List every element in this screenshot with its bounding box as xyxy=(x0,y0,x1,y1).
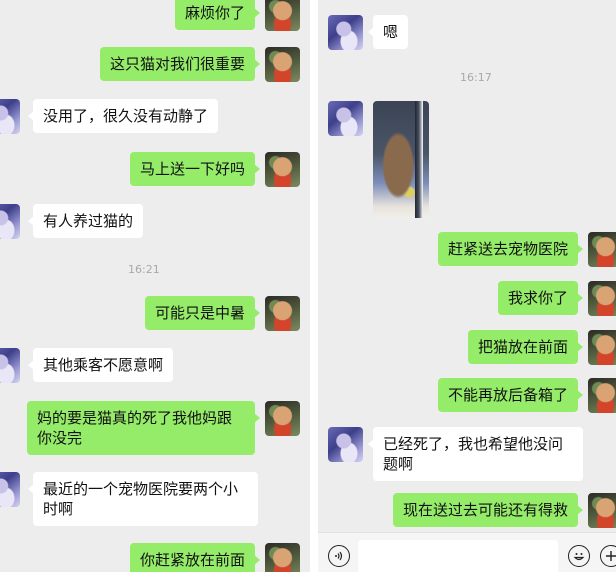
avatar-sender[interactable] xyxy=(588,330,616,365)
message-sent[interactable]: 现在送过去可能还有得救 xyxy=(392,493,584,527)
voice-icon[interactable] xyxy=(328,545,350,567)
plus-icon[interactable] xyxy=(600,545,616,567)
message-received[interactable]: 没用了，很久没有动静了 xyxy=(27,99,219,133)
smiley-face-icon xyxy=(573,553,585,561)
image-message-cat-photo[interactable] xyxy=(373,101,429,218)
message-sent[interactable]: 妈的要是猫真的死了我他妈跟你没完 xyxy=(27,401,260,455)
avatar-sender[interactable] xyxy=(265,0,300,31)
chat-panel-left: 麻烦你了 这只猫对我们很重要 没用了，很久没有动静了 马上送一下好吗 有人养过猫… xyxy=(0,0,310,572)
avatar-sender[interactable] xyxy=(265,296,300,331)
avatar-receiver[interactable] xyxy=(0,472,20,507)
message-sent[interactable]: 你赶紧放在前面 xyxy=(129,543,261,572)
message-sent[interactable]: 马上送一下好吗 xyxy=(129,152,261,186)
message-received[interactable]: 有人养过猫的 xyxy=(27,204,144,238)
avatar-sender[interactable] xyxy=(588,232,616,267)
message-input-bar xyxy=(318,532,616,572)
message-sent[interactable]: 这只猫对我们很重要 xyxy=(99,47,261,81)
avatar-sender[interactable] xyxy=(588,281,616,316)
message-sent[interactable]: 可能只是中暑 xyxy=(144,296,261,330)
message-sent[interactable]: 我求你了 xyxy=(497,281,584,315)
carrier-edge xyxy=(415,101,423,218)
avatar-sender[interactable] xyxy=(588,378,616,413)
message-sent[interactable]: 不能再放后备箱了 xyxy=(437,378,584,412)
message-received[interactable]: 其他乘客不愿意啊 xyxy=(27,348,174,382)
message-received[interactable]: 最近的一个宠物医院要两个小时啊 xyxy=(28,472,258,526)
timestamp: 16:21 xyxy=(128,263,160,276)
voice-waves-icon xyxy=(335,551,343,561)
chat-panel-right: 嗯 16:17 赶紧送去宠物医院 我求你了 把猫放在前面 不能再放后备箱了 已经… xyxy=(318,0,616,572)
message-received[interactable]: 嗯 xyxy=(367,15,409,49)
plus-glyph-icon xyxy=(606,551,616,561)
message-input[interactable] xyxy=(358,540,558,572)
avatar-receiver[interactable] xyxy=(0,99,20,134)
avatar-receiver[interactable] xyxy=(0,348,20,383)
message-received[interactable]: 已经死了，我也希望他没问题啊 xyxy=(368,427,583,481)
message-sent[interactable]: 麻烦你了 xyxy=(174,0,261,30)
avatar-sender[interactable] xyxy=(265,543,300,572)
message-sent[interactable]: 赶紧送去宠物医院 xyxy=(437,232,584,266)
message-sent[interactable]: 把猫放在前面 xyxy=(467,330,584,364)
avatar-sender[interactable] xyxy=(265,152,300,187)
avatar-sender[interactable] xyxy=(588,493,616,528)
avatar-receiver[interactable] xyxy=(328,427,363,462)
timestamp: 16:17 xyxy=(460,71,492,84)
avatar-receiver[interactable] xyxy=(328,15,363,50)
avatar-sender[interactable] xyxy=(265,47,300,82)
avatar-receiver[interactable] xyxy=(328,101,363,136)
emoji-icon[interactable] xyxy=(568,545,590,567)
avatar-receiver[interactable] xyxy=(0,204,20,239)
avatar-sender[interactable] xyxy=(265,401,300,436)
